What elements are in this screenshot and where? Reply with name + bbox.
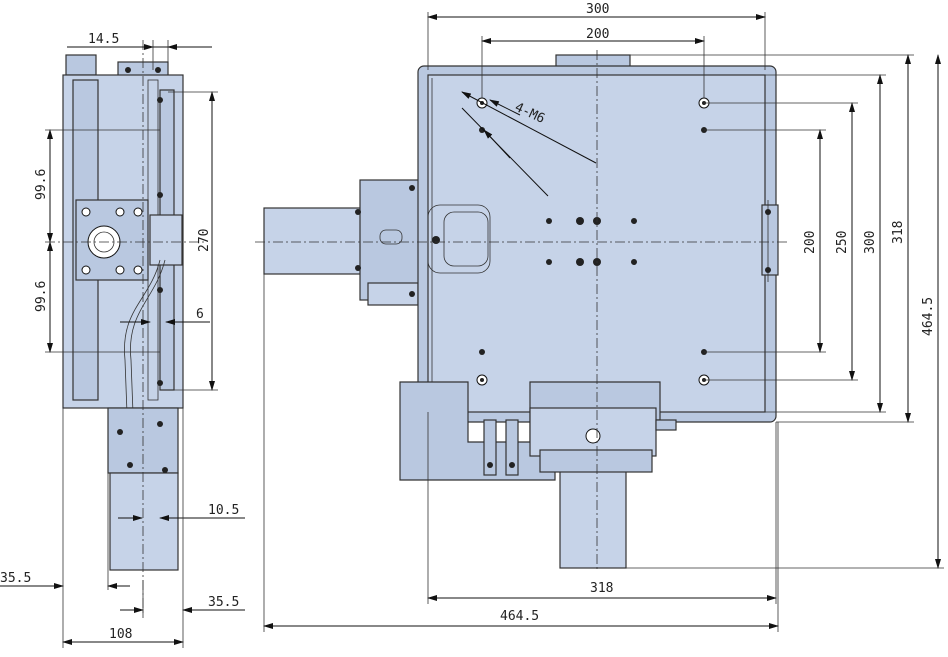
dim-99-6-upper: 99.6 [34, 169, 49, 200]
dim-464-5-bottom: 464.5 [500, 609, 539, 624]
top-motor [263, 207, 365, 275]
dim-464-5-right: 464.5 [921, 297, 936, 336]
dim-99-6-lower: 99.6 [34, 281, 49, 312]
dim-108: 108 [109, 627, 132, 642]
dim-318-bottom: 318 [590, 581, 613, 596]
top-center-bore [585, 428, 601, 444]
dim-200-top: 200 [586, 27, 609, 42]
dim-300-top: 300 [586, 2, 609, 17]
side-cable [124, 259, 161, 441]
dim-200-right: 200 [803, 231, 818, 254]
dim-318-right: 318 [891, 221, 906, 244]
dim-270: 270 [197, 229, 212, 252]
top-view: 300 200 4-M6 200 250 300 318 [255, 2, 944, 632]
top-lower-motor [559, 469, 627, 569]
dim-300-right: 300 [863, 231, 878, 254]
dim-35-5-left: 35.5 [0, 571, 31, 586]
side-view: 14.5 99.6 99.6 270 6 10.5 35.5 [0, 32, 245, 648]
top-motor-bracket [359, 179, 421, 301]
dim-14-5: 14.5 [88, 32, 119, 47]
dim-35-5-right: 35.5 [208, 595, 239, 610]
side-motor [109, 472, 179, 571]
dim-6: 6 [196, 307, 204, 322]
dim-10-5: 10.5 [208, 503, 239, 518]
side-coupling [149, 214, 183, 266]
side-top-block [65, 54, 97, 76]
dim-250: 250 [835, 231, 850, 254]
